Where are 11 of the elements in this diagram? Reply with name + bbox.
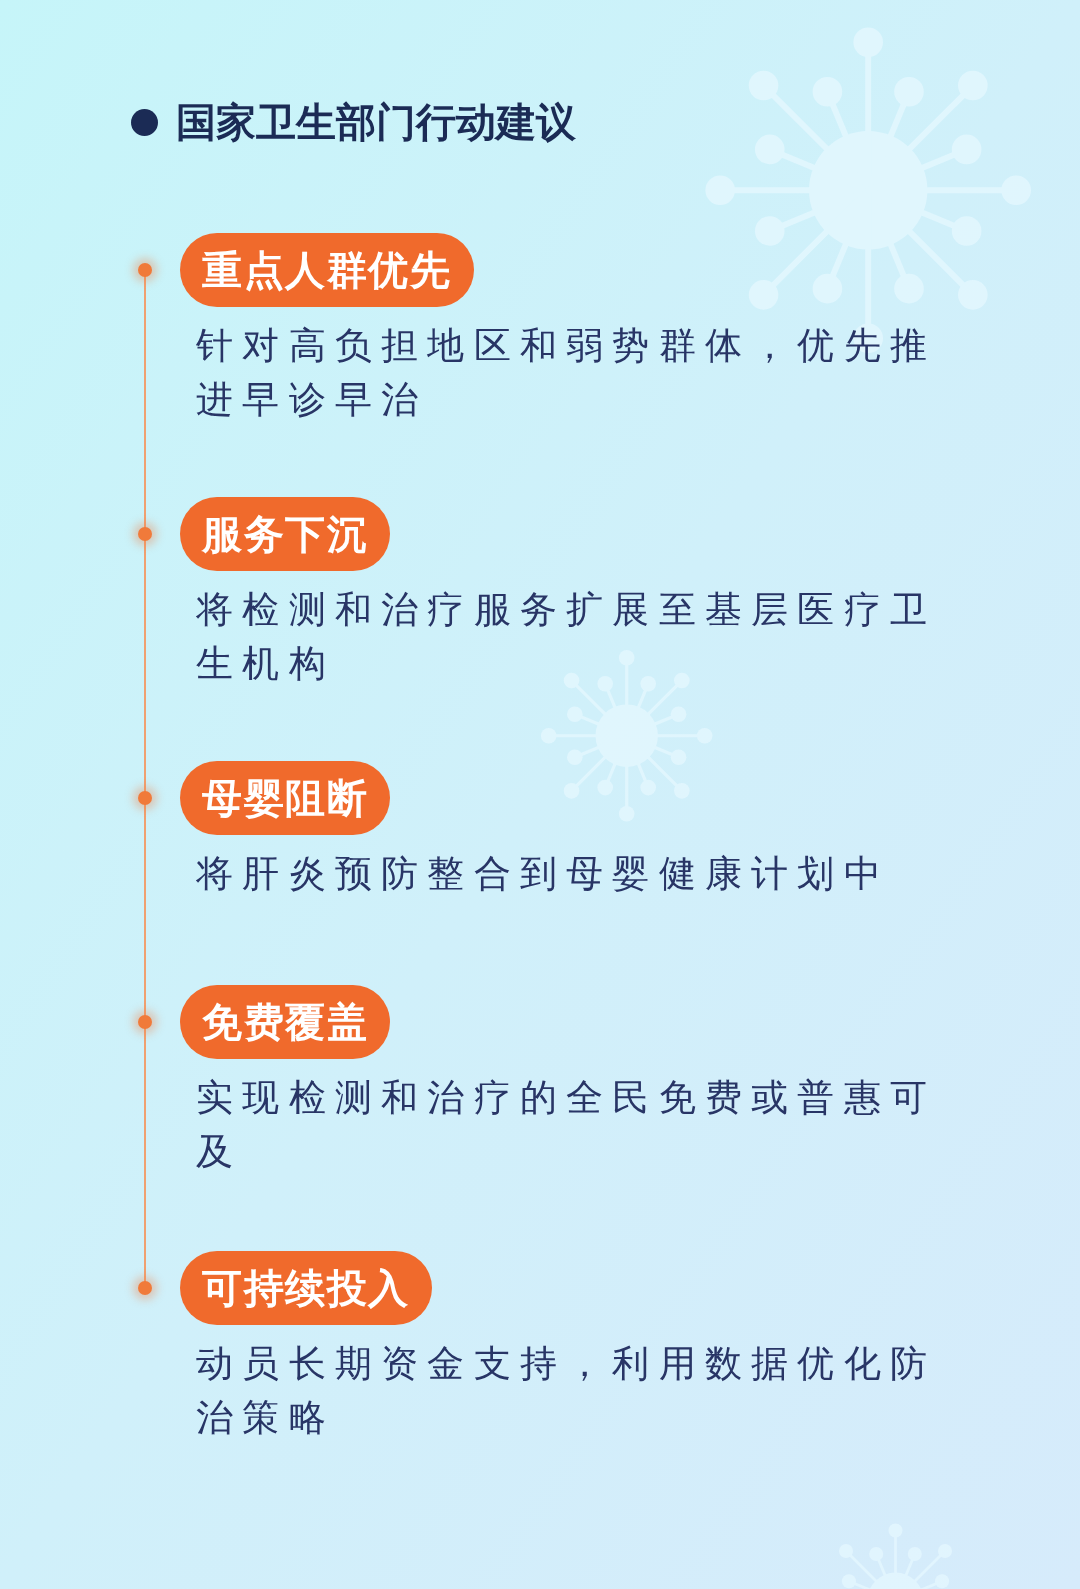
heading-pill: 免费覆盖 — [180, 985, 391, 1059]
description-text: 针对高负担地区和弱势群体，优先推进早诊早治 — [196, 323, 937, 423]
description-text: 将肝炎预防整合到母婴健康计划中 — [196, 851, 891, 897]
description-text: 实现检测和治疗的全民免费或普惠可及 — [196, 1075, 937, 1175]
heading-pill: 服务下沉 — [180, 497, 391, 571]
description-text: 动员长期资金支持，利用数据优化防治策略 — [196, 1341, 937, 1441]
heading-pill: 母婴阻断 — [180, 761, 391, 835]
heading-pill: 重点人群优先 — [180, 233, 474, 307]
heading-pill: 可持续投入 — [180, 1251, 432, 1325]
description-text: 将检测和治疗服务扩展至基层医疗卫生机构 — [196, 587, 937, 687]
title: 国家卫生部门行动建议 — [176, 98, 576, 147]
